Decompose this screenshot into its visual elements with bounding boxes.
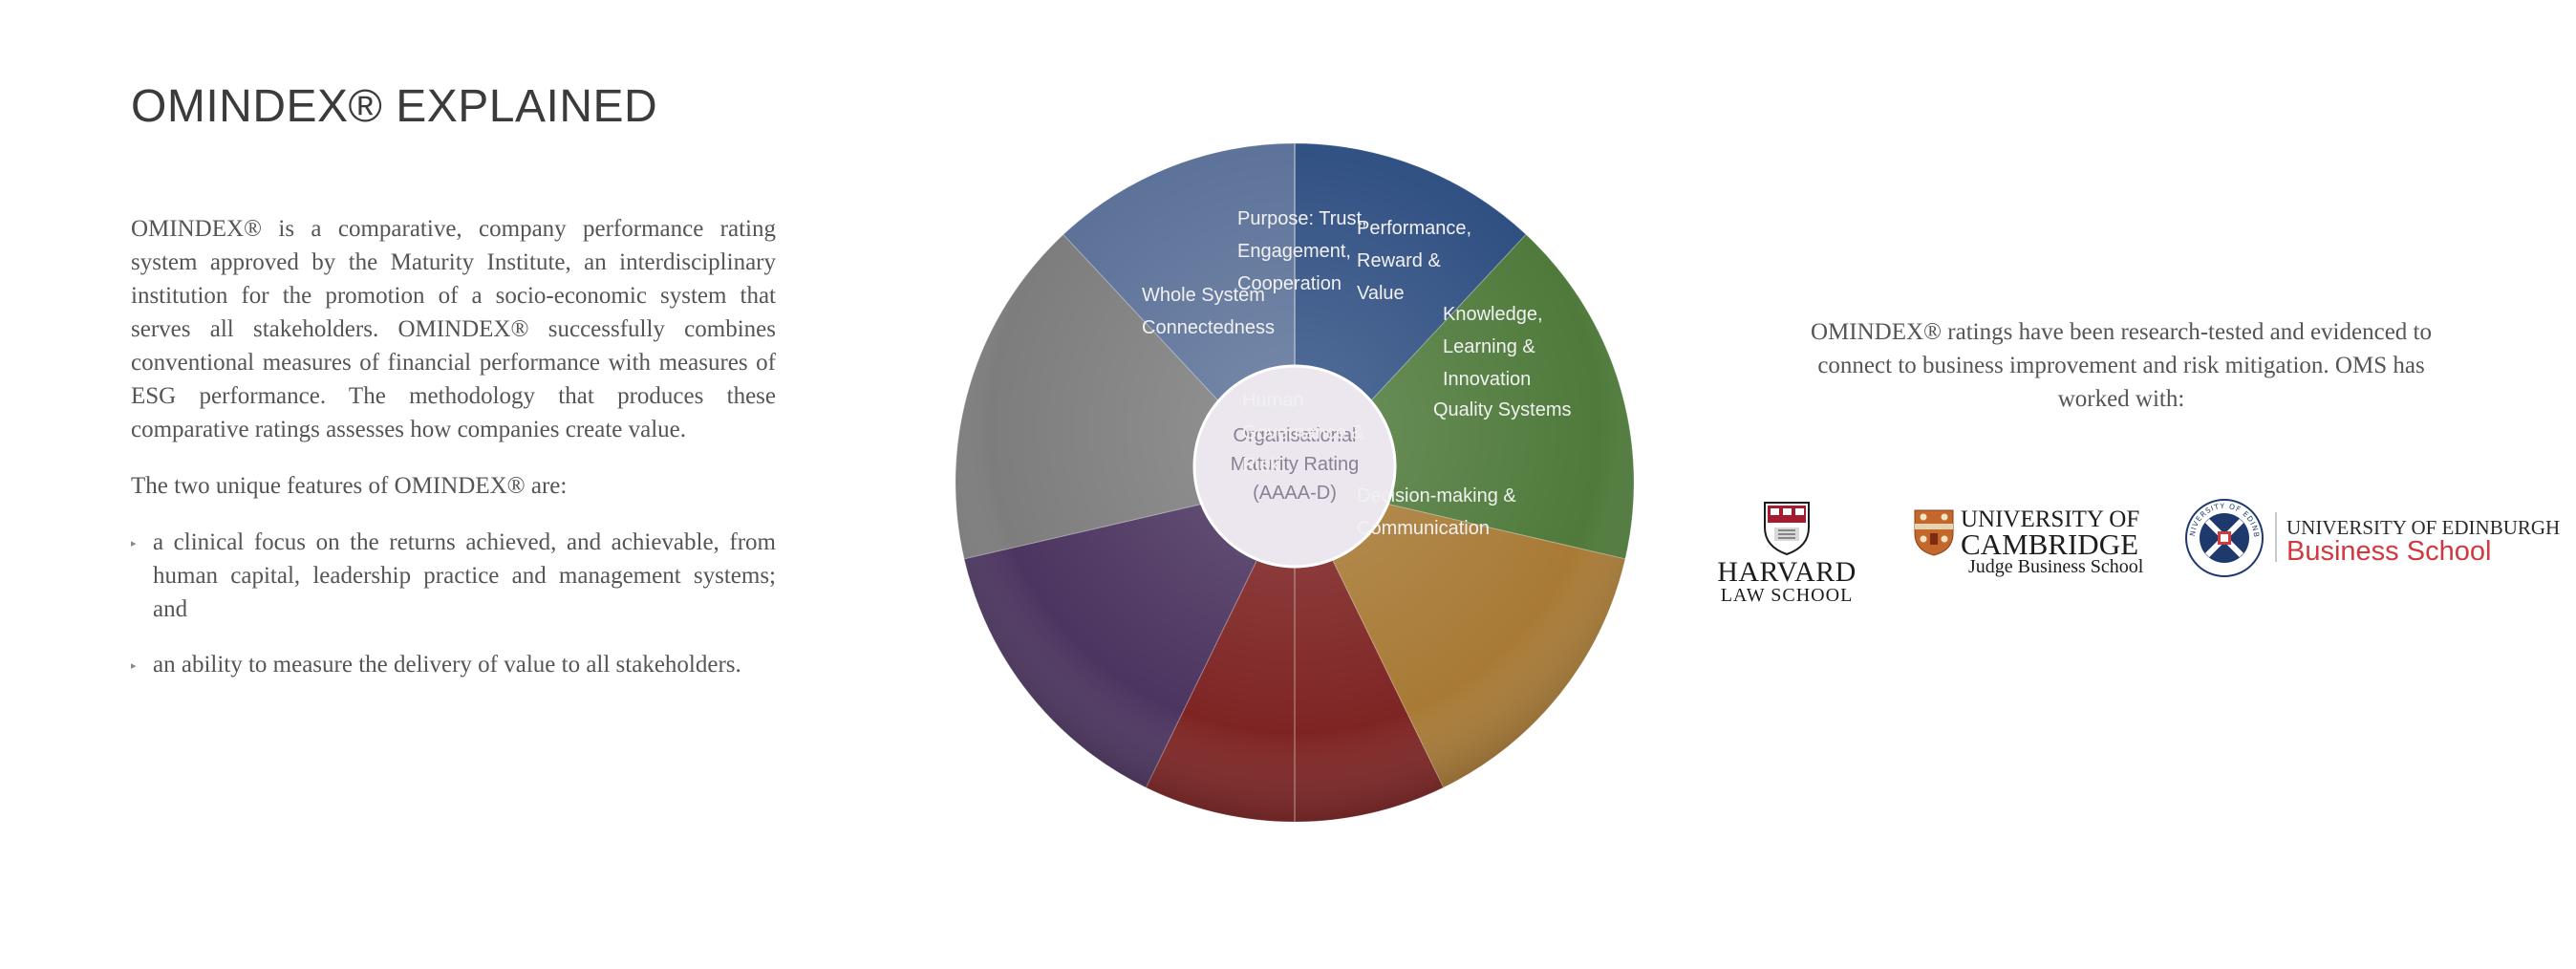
wheel-center-circle [1192, 364, 1397, 569]
harvard-name: HARVARD [1717, 556, 1857, 588]
cambridge-line-3: Judge Business School [1968, 556, 2144, 577]
edinburgh-line-2: Business School [2286, 536, 2492, 567]
cambridge-line-2: CAMBRIDGE [1961, 528, 2139, 561]
description-column: OMINDEX® is a comparative, company perfo… [131, 212, 776, 703]
bullet-arrow-icon: ▸ [131, 659, 137, 672]
wheel-segment-label: Purpose: Trust,Engagement,Cooperation [1237, 208, 1367, 294]
bullet-text: a clinical focus on the returns achieved… [153, 529, 776, 622]
logo-divider [2275, 512, 2277, 562]
list-item: ▸ a clinical focus on the returns achiev… [131, 526, 776, 626]
research-statement: OMINDEX® ratings have been research-test… [1811, 319, 2432, 412]
harvard-law-school-logo: HARVARD LAW SCHOOL [1715, 497, 1858, 606]
harvard-shield-icon [1764, 502, 1810, 556]
edinburgh-business-school-logo: THE UNIVERSITY OF EDINBURGH UNIVERSITY O… [2183, 497, 2560, 578]
features-list: ▸ a clinical focus on the returns achiev… [131, 526, 776, 681]
bullet-text: an ability to measure the delivery of va… [153, 652, 741, 678]
cambridge-crest-icon [1914, 509, 1954, 556]
wheel-segment-label: Performance,Reward &Value [1357, 218, 1471, 304]
harvard-subtitle: LAW SCHOOL [1720, 585, 1854, 606]
wheel-segment-label: Decision-making &Communication [1357, 485, 1516, 539]
edinburgh-line-1: UNIVERSITY OF EDINBURGH [2286, 516, 2561, 539]
description-paragraph: OMINDEX® is a comparative, company perfo… [131, 216, 776, 442]
edinburgh-seal-icon: THE UNIVERSITY OF EDINBURGH [2183, 497, 2264, 577]
list-item: ▸ an ability to measure the delivery of … [131, 648, 776, 681]
features-intro: The two unique features of OMINDEX® are: [131, 473, 568, 499]
wheel-segment-label: Quality Systems [1433, 399, 1571, 420]
bullet-arrow-icon: ▸ [131, 537, 137, 549]
cambridge-judge-logo: UNIVERSITY OF CAMBRIDGE Judge Business S… [1911, 506, 2144, 583]
page-title: OMINDEX® EXPLAINED [131, 81, 658, 132]
cambridge-line-1: UNIVERSITY OF [1961, 506, 2140, 532]
wheel-segment-label: Knowledge,Learning &Innovation [1443, 304, 1543, 390]
